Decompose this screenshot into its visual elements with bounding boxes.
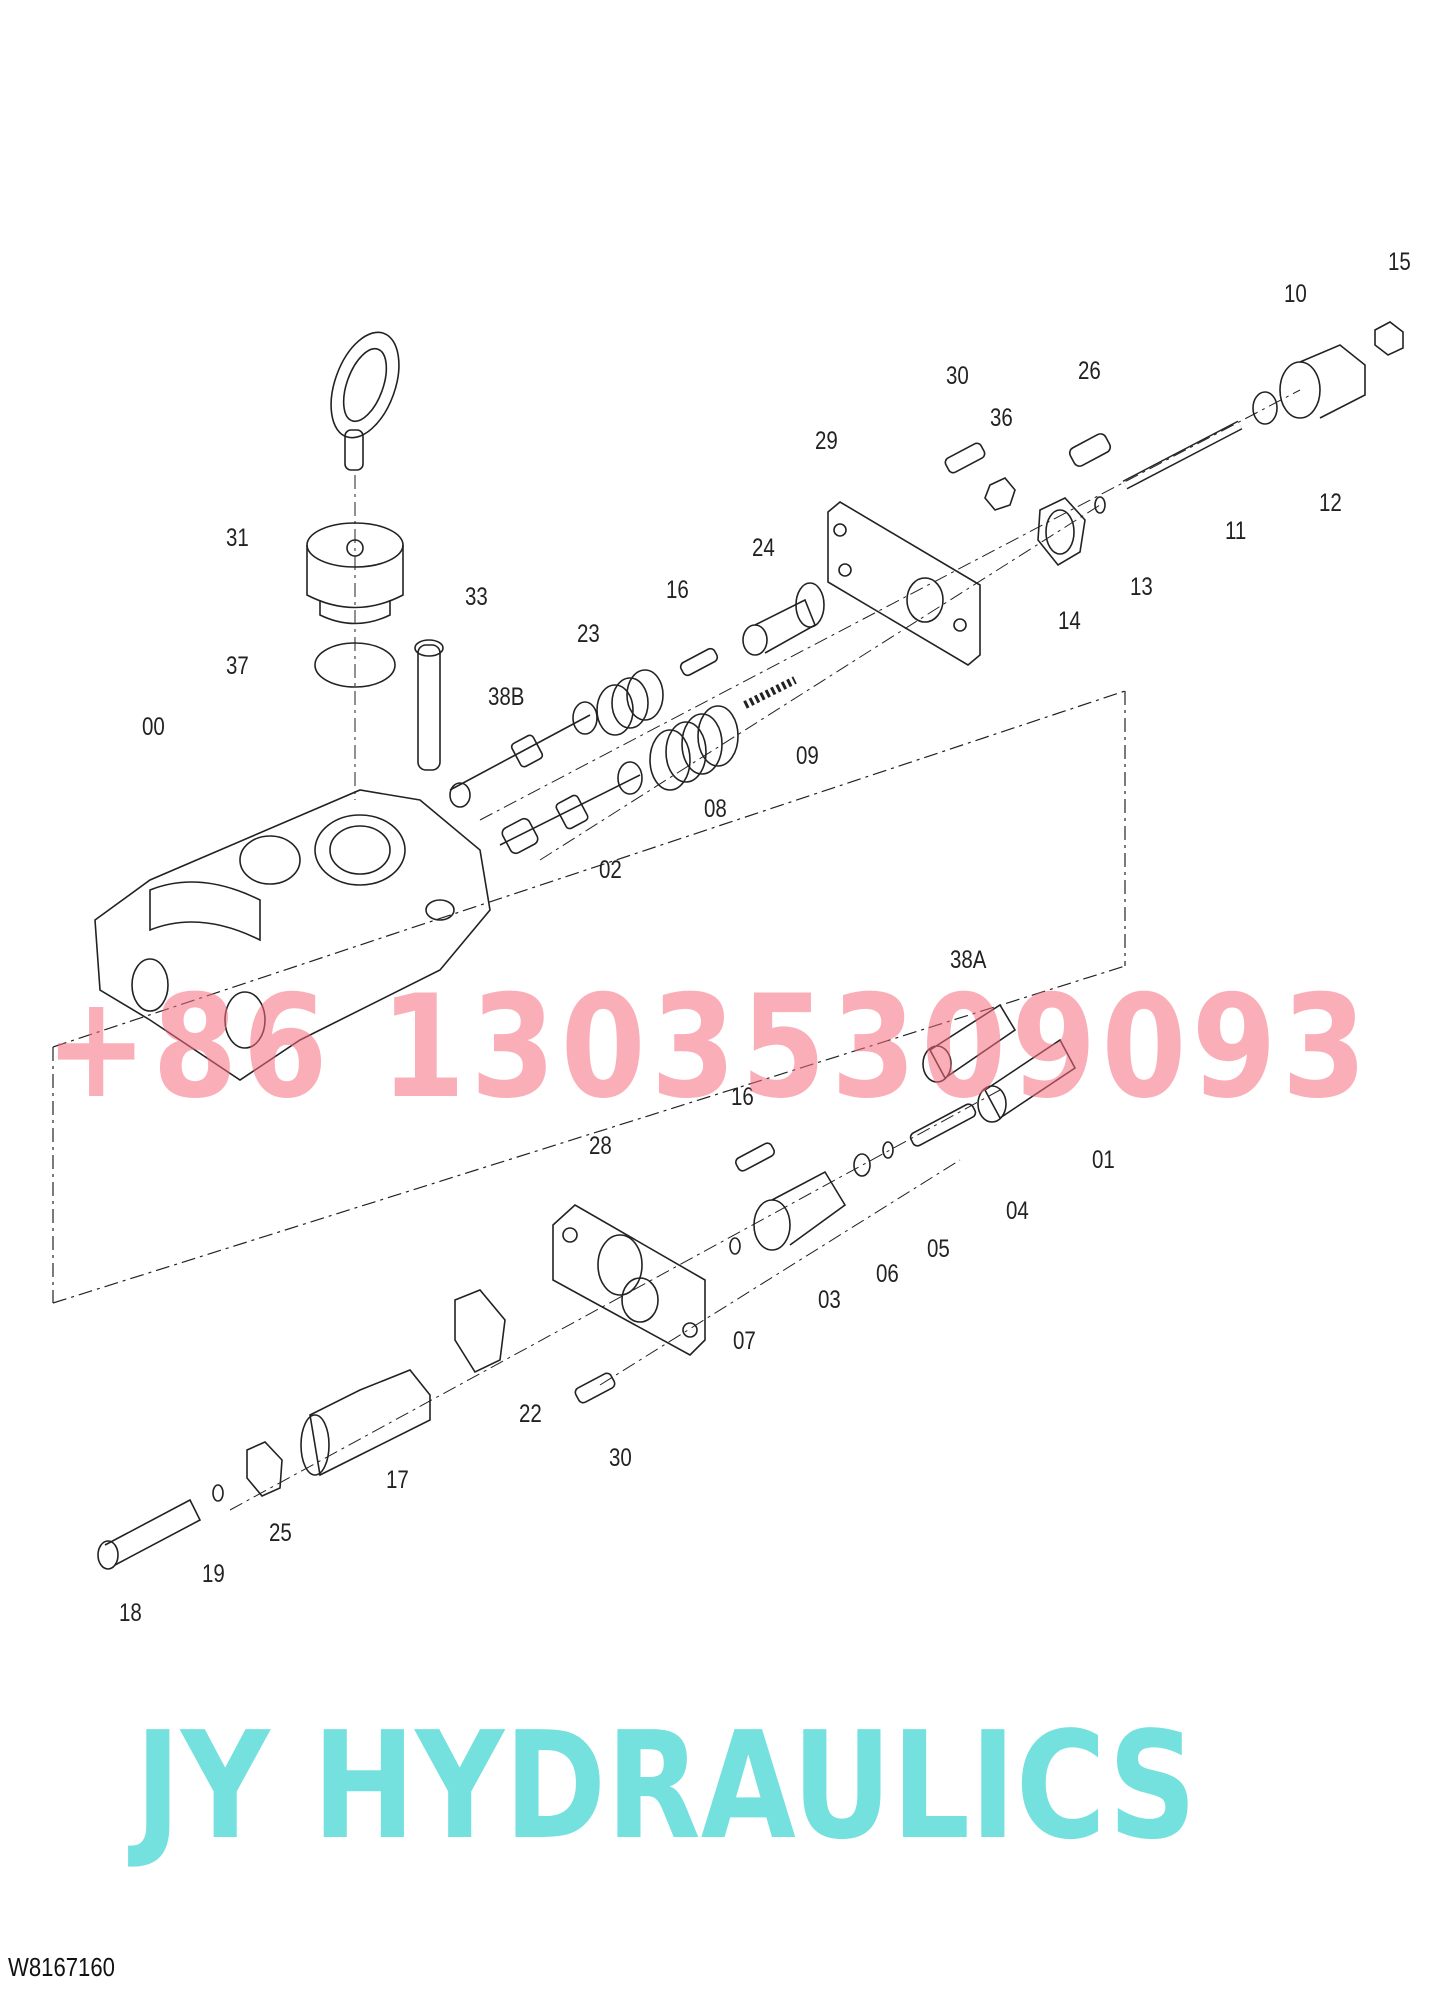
part-label: 37 <box>226 652 249 680</box>
part-label: 14 <box>1058 607 1081 635</box>
o-ring-12-icon <box>1252 391 1278 425</box>
spring-09-icon <box>743 676 797 709</box>
nut-15-icon <box>1374 321 1404 356</box>
part-label: 36 <box>990 404 1013 432</box>
valve-body-00-icon <box>94 789 491 1081</box>
part-label: 18 <box>119 1599 142 1627</box>
part-label: 30 <box>609 1444 632 1472</box>
o-ring-07-icon <box>729 1237 741 1255</box>
bolt-33-icon <box>414 639 444 771</box>
part-label: 09 <box>796 742 819 770</box>
plug-03-icon <box>753 1170 847 1251</box>
part-label: 05 <box>927 1235 950 1263</box>
part-label: 17 <box>386 1466 409 1494</box>
part-label: 10 <box>1284 280 1307 308</box>
spring-08-icon <box>649 705 739 791</box>
part-label: 38B <box>488 683 525 711</box>
bolt-30-icon <box>944 442 986 474</box>
nut-36-icon <box>984 477 1016 511</box>
drawing-code: W8167160 <box>8 1952 115 1982</box>
part-label: 16 <box>731 1083 754 1111</box>
sleeve-26-icon <box>1068 433 1112 467</box>
pin-16-lower-icon <box>735 1142 775 1172</box>
part-label: 11 <box>1225 517 1247 545</box>
part-label: 25 <box>269 1519 292 1547</box>
part-label: 38A <box>950 946 987 974</box>
adjuster-10-icon <box>1279 344 1366 419</box>
spool-02-icon <box>499 761 643 855</box>
part-label: 22 <box>519 1400 542 1428</box>
nut-25-icon <box>246 1441 283 1497</box>
part-label: 23 <box>577 620 600 648</box>
eye-bolt-icon <box>330 331 400 800</box>
part-label: 07 <box>733 1327 756 1355</box>
part-label: 24 <box>752 534 775 562</box>
spring-23-icon <box>596 669 664 736</box>
phone-watermark: +86 13035309093 <box>45 965 1372 1130</box>
part-label: 06 <box>876 1260 899 1288</box>
part-label: 02 <box>599 856 622 884</box>
plug-31-icon <box>306 522 404 625</box>
cover-plate-29-icon <box>827 501 981 666</box>
screw-18-icon <box>97 1498 202 1570</box>
part-label: 16 <box>666 576 689 604</box>
part-label: 12 <box>1319 489 1342 517</box>
washer-06-icon <box>853 1153 871 1177</box>
part-label: 29 <box>815 427 838 455</box>
part-label: 26 <box>1078 357 1101 385</box>
part-label: 33 <box>465 583 488 611</box>
part-label: 28 <box>589 1132 612 1160</box>
nut-22-icon <box>454 1289 506 1374</box>
brand-title: JY HYDRAULICS <box>135 1700 1197 1872</box>
o-ring-19-icon <box>212 1484 224 1502</box>
o-ring-37-icon <box>314 642 396 688</box>
o-ring-13-icon <box>1094 496 1106 514</box>
cover-plate-28-icon <box>552 1204 706 1356</box>
part-label: 01 <box>1092 1146 1115 1174</box>
spool-38b-icon <box>449 701 598 808</box>
pin-04-icon <box>909 1103 977 1147</box>
part-label: 15 <box>1388 248 1411 276</box>
assembly-frame <box>52 690 1126 1304</box>
valve-17-icon <box>300 1369 431 1477</box>
part-label: 13 <box>1130 573 1153 601</box>
part-label: 19 <box>202 1560 225 1588</box>
nut-14-icon <box>1037 497 1086 567</box>
part-label: 03 <box>818 1286 841 1314</box>
spool-38a-icon <box>922 1003 1017 1083</box>
o-ring-05-icon <box>882 1141 894 1159</box>
part-label: 04 <box>1006 1197 1029 1225</box>
pin-11-icon <box>1122 420 1243 490</box>
part-label: 00 <box>142 713 165 741</box>
part-label: 30 <box>946 362 969 390</box>
part-label: 31 <box>226 524 249 552</box>
bolt-30-lower-icon <box>574 1372 616 1404</box>
part-label: 08 <box>704 795 727 823</box>
plug-24-icon <box>742 582 825 656</box>
pin-16-icon <box>679 647 719 677</box>
spool-01-icon <box>977 1038 1077 1123</box>
